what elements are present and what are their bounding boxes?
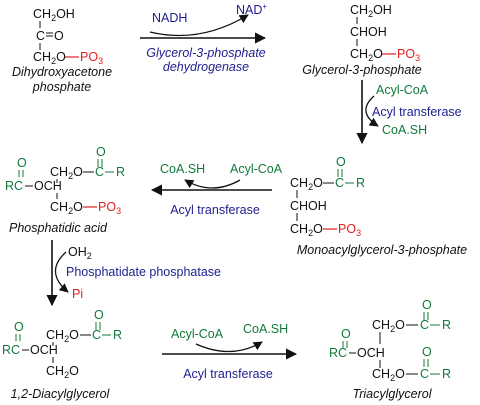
molecule-phosphatidic-acid: O O CH2O C R RC OCH CH2O PO3 Phosphatidi… xyxy=(5,145,125,235)
molecule-dag: O O CH2O C R RC OCH CH2O 1,2-Diacylglyce… xyxy=(2,308,122,401)
dag-acyl-r: R xyxy=(113,328,122,342)
pa-row1: CH2O xyxy=(50,165,83,181)
dag-row3: CH2O xyxy=(46,364,79,380)
pa-acyl-c: C xyxy=(95,165,104,179)
dag-carbonyl-o-left: O xyxy=(14,320,24,334)
g3p-row1: CH2OH xyxy=(350,3,392,19)
molecule-tag: O O CH2O C R RC OCH O CH2O C R Triacylgl… xyxy=(329,298,451,401)
tag-carbonyl-o-top: O xyxy=(422,298,432,312)
pa-phosphate: PO3 xyxy=(98,200,121,216)
step2-acyl-coa: Acyl-CoA xyxy=(376,83,429,97)
tag-och: OCH xyxy=(357,346,385,360)
step3-coash: CoA.SH xyxy=(160,162,205,176)
dhap-row1: CH2OH xyxy=(33,7,75,23)
cofactor-nad: NAD+ xyxy=(236,2,267,17)
tag-acyl-c-bottom: C xyxy=(420,367,429,381)
tag-name: Triacylglycerol xyxy=(353,387,433,401)
step2-coash: CoA.SH xyxy=(382,123,427,137)
tag-acyl-r-bottom: R xyxy=(442,367,451,381)
enzyme-g3p-dehydrogenase-line1: Glycerol-3-phosphate xyxy=(146,46,266,60)
dhap-phosphate: PO3 xyxy=(80,50,103,66)
enzyme-g3p-dehydrogenase-line2: dehydrogenase xyxy=(163,60,249,74)
reaction-step5: Acyl-CoA CoA.SH Acyl transferase xyxy=(162,322,298,381)
mag3p-phosphate: PO3 xyxy=(338,222,361,238)
g3p-name: Glycerol-3-phosphate xyxy=(302,63,422,77)
step4-pi: Pi xyxy=(72,287,83,301)
dhap-name-line2: phosphate xyxy=(32,80,91,94)
dag-carbonyl-o-right: O xyxy=(94,308,104,322)
dag-name: 1,2-Diacylglycerol xyxy=(11,387,111,401)
pa-rc: RC xyxy=(5,179,23,193)
reaction-step1: NADH NAD+ Glycerol-3-phosphate dehydroge… xyxy=(140,2,267,74)
tag-carbonyl-o-bottom: O xyxy=(422,345,432,359)
tag-acyl-r-top: R xyxy=(442,318,451,332)
step5-acyl-coa: Acyl-CoA xyxy=(171,327,224,341)
reaction-step3: CoA.SH Acyl-CoA Acyl transferase xyxy=(150,162,283,217)
pa-carbonyl-o-right: O xyxy=(96,145,106,159)
mag3p-row2: CHOH xyxy=(290,199,327,213)
dag-row1: CH2O xyxy=(46,328,79,344)
mag3p-acyl-r: R xyxy=(356,176,365,190)
pa-name: Phosphatidic acid xyxy=(9,221,108,235)
dhap-name-line1: Dihydroxyacetone xyxy=(12,65,112,79)
reaction-step2: Acyl-CoA Acyl transferase CoA.SH xyxy=(356,80,462,145)
dhap-row3: CH2O xyxy=(33,50,66,66)
step2-enzyme: Acyl transferase xyxy=(372,105,462,119)
mag3p-acyl-c: C xyxy=(335,176,344,190)
dag-acyl-c: C xyxy=(92,328,101,342)
step5-curve-arrow xyxy=(195,341,263,353)
step3-enzyme: Acyl transferase xyxy=(170,203,260,217)
tag-row3: CH2O xyxy=(372,367,405,383)
tag-carbonyl-o-left: O xyxy=(341,327,351,341)
mag3p-row1: CH2O xyxy=(290,176,323,192)
g3p-phosphate: PO3 xyxy=(397,47,420,63)
pa-row3: CH2O xyxy=(50,200,83,216)
dag-och: OCH xyxy=(30,343,58,357)
mag3p-carbonyl-o: O xyxy=(336,155,346,169)
mag3p-name: Monoacylglycerol-3-phosphate xyxy=(297,243,467,257)
reaction-step4: OH2 Phosphatidate phosphatase Pi xyxy=(46,240,221,307)
step4-curve-arrow xyxy=(54,251,69,293)
step2-curve-arrow xyxy=(365,95,379,127)
step5-enzyme: Acyl transferase xyxy=(183,367,273,381)
step3-curve-arrow xyxy=(184,179,241,189)
g3p-row3: CH2O xyxy=(350,47,383,63)
tag-acyl-c-top: C xyxy=(420,318,429,332)
step4-enzyme: Phosphatidate phosphatase xyxy=(66,265,221,279)
pa-carbonyl-o-left: O xyxy=(17,156,27,170)
molecule-g3p: CH2OH CHOH CH2O PO3 Glycerol-3-phosphate xyxy=(302,3,422,77)
step4-water: OH2 xyxy=(68,245,92,261)
cofactor-curve-arrow xyxy=(149,14,249,37)
molecule-mag3p: O CH2O C R CHOH CH2O PO3 Monoacylglycero… xyxy=(290,155,467,257)
tag-row1: CH2O xyxy=(372,318,405,334)
tag-rc: RC xyxy=(329,346,347,360)
cofactor-nadh: NADH xyxy=(152,11,187,25)
step5-coash: CoA.SH xyxy=(243,322,288,336)
pa-och: OCH xyxy=(34,179,62,193)
g3p-row2: CHOH xyxy=(350,25,387,39)
dag-rc: RC xyxy=(2,343,20,357)
step3-acyl-coa: Acyl-CoA xyxy=(230,162,283,176)
mag3p-row3: CH2O xyxy=(290,222,323,238)
pa-acyl-r: R xyxy=(116,165,125,179)
